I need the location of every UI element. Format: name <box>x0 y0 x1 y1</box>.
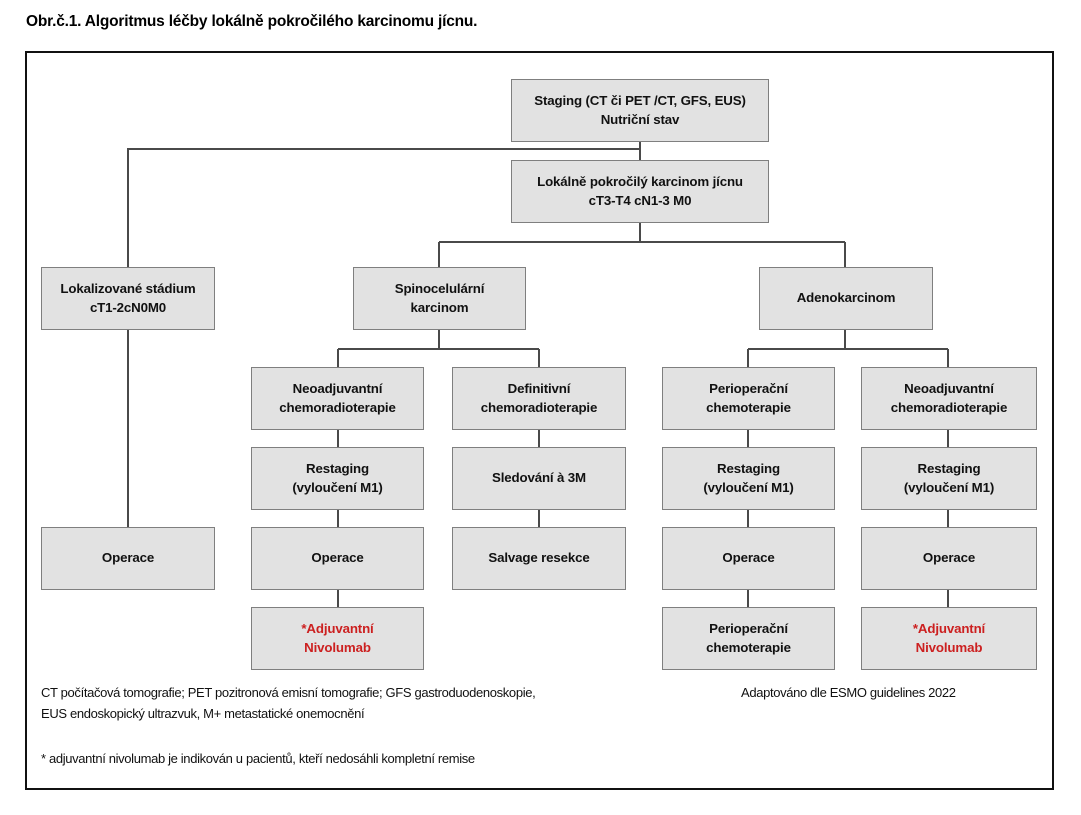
flowchart-canvas: Staging (CT či PET /CT, GFS, EUS) Nutrič… <box>27 53 1052 788</box>
node-neoadjuvant-crt-scc-label: Neoadjuvantní chemoradioterapie <box>279 380 396 415</box>
node-surgery-adeno[interactable]: Operace <box>861 527 1037 590</box>
node-restaging-adeno[interactable]: Restaging (vyloučení M1) <box>861 447 1037 510</box>
node-squamous-carcinoma-label: Spinocelulární karcinom <box>394 280 485 315</box>
legend-abbreviations: CT počítačová tomografie; PET pozitronov… <box>41 685 536 722</box>
node-adjuvant-nivolumab-adeno-label: *Adjuvantní Nivolumab <box>912 620 986 655</box>
node-adenocarcinoma-label: Adenokarcinom <box>796 290 896 306</box>
node-surgery-scc-label: Operace <box>311 550 364 566</box>
node-localized-stage[interactable]: Lokalizované stádium cT1-2cN0M0 <box>41 267 215 330</box>
node-surgery-perioperative-label: Operace <box>722 550 775 566</box>
node-perioperative-chemo-2-label: Perioperační chemoterapie <box>706 620 791 655</box>
node-locally-advanced-label: Lokálně pokročilý karcinom jícnu cT3-T4 … <box>537 173 743 208</box>
node-surgery-adeno-label: Operace <box>922 550 976 566</box>
node-perioperative-chemo-label: Perioperační chemoterapie <box>706 380 791 415</box>
flowchart-frame: Staging (CT či PET /CT, GFS, EUS) Nutrič… <box>25 51 1054 790</box>
node-adenocarcinoma[interactable]: Adenokarcinom <box>759 267 933 330</box>
node-neoadjuvant-crt-adeno-label: Neoadjuvantní chemoradioterapie <box>890 380 1008 415</box>
node-followup-3m-label: Sledování à 3M <box>492 470 586 486</box>
node-salvage-resection[interactable]: Salvage resekce <box>452 527 626 590</box>
node-neoadjuvant-crt-scc[interactable]: Neoadjuvantní chemoradioterapie <box>251 367 424 430</box>
node-restaging-adeno-label: Restaging (vyloučení M1) <box>903 460 995 495</box>
node-surgery-perioperative[interactable]: Operace <box>662 527 835 590</box>
node-adjuvant-nivolumab-adeno[interactable]: *Adjuvantní Nivolumab <box>861 607 1037 670</box>
node-surgery-localized[interactable]: Operace <box>41 527 215 590</box>
node-perioperative-chemo-2[interactable]: Perioperační chemoterapie <box>662 607 835 670</box>
legend-source: Adaptováno dle ESMO guidelines 2022 <box>741 685 956 700</box>
node-restaging-perioperative[interactable]: Restaging (vyloučení M1) <box>662 447 835 510</box>
node-squamous-carcinoma[interactable]: Spinocelulární karcinom <box>353 267 526 330</box>
node-restaging-perioperative-label: Restaging (vyloučení M1) <box>703 460 794 495</box>
node-localized-stage-label: Lokalizované stádium cT1-2cN0M0 <box>60 280 196 315</box>
legend-footnote: * adjuvantní nivolumab je indikován u pa… <box>41 751 475 766</box>
node-surgery-localized-label: Operace <box>101 550 155 566</box>
node-definitive-crt-label: Definitivní chemoradioterapie <box>480 380 598 415</box>
node-adjuvant-nivolumab-scc[interactable]: *Adjuvantní Nivolumab <box>251 607 424 670</box>
node-locally-advanced[interactable]: Lokálně pokročilý karcinom jícnu cT3-T4 … <box>511 160 769 223</box>
node-neoadjuvant-crt-adeno[interactable]: Neoadjuvantní chemoradioterapie <box>861 367 1037 430</box>
node-staging[interactable]: Staging (CT či PET /CT, GFS, EUS) Nutrič… <box>511 79 769 142</box>
node-adjuvant-nivolumab-scc-label: *Adjuvantní Nivolumab <box>301 620 374 655</box>
figure-title: Obr.č.1. Algoritmus léčby lokálně pokroč… <box>26 13 478 30</box>
node-followup-3m[interactable]: Sledování à 3M <box>452 447 626 510</box>
node-perioperative-chemo[interactable]: Perioperační chemoterapie <box>662 367 835 430</box>
node-surgery-scc[interactable]: Operace <box>251 527 424 590</box>
node-salvage-resection-label: Salvage resekce <box>488 550 590 566</box>
node-staging-label: Staging (CT či PET /CT, GFS, EUS) Nutrič… <box>534 92 746 127</box>
node-restaging-scc[interactable]: Restaging (vyloučení M1) <box>251 447 424 510</box>
node-definitive-crt[interactable]: Definitivní chemoradioterapie <box>452 367 626 430</box>
node-restaging-scc-label: Restaging (vyloučení M1) <box>292 460 383 495</box>
